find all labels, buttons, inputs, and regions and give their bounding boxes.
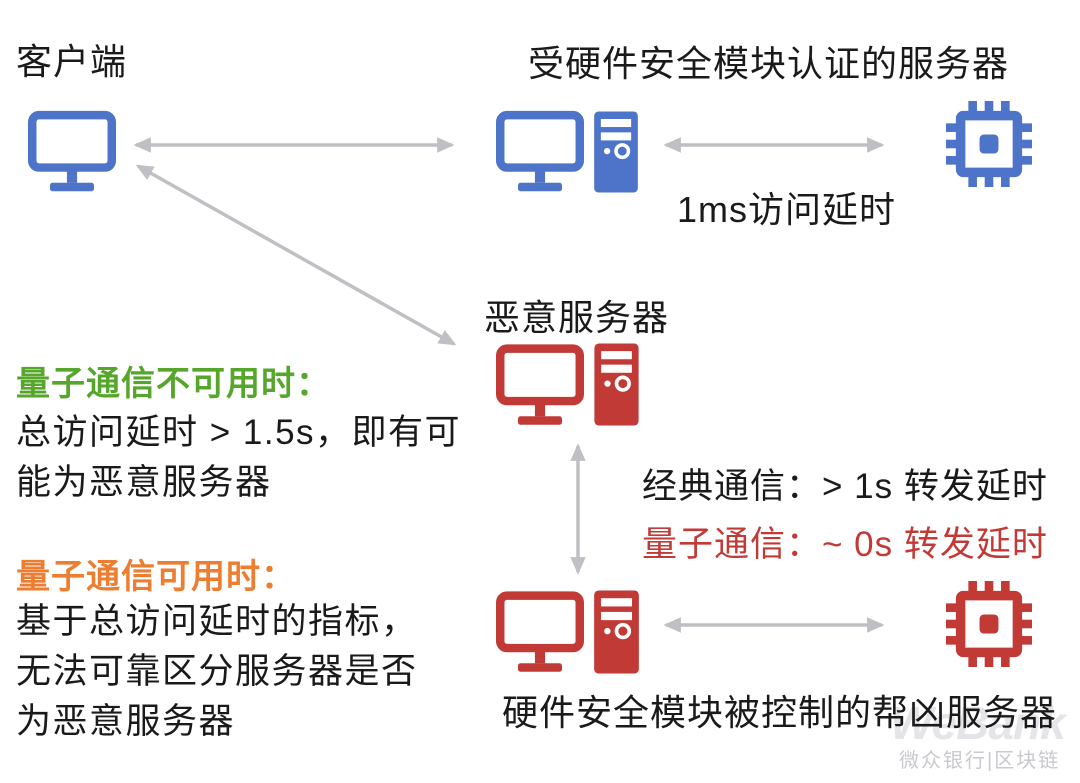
client-trusted-server-arrow: [133, 137, 455, 153]
webank-logo-watermark: WeBank: [890, 697, 1066, 749]
accomplice-server-tower-icon: [594, 590, 639, 674]
malicious-accomplice-arrow: [570, 443, 586, 575]
malicious-server-tower-icon: [594, 343, 639, 426]
accomplice-server-label: 硬件安全模块被控制的帮凶服务器: [502, 692, 1058, 733]
malicious-server-monitor-icon: [496, 344, 584, 425]
quantum-unavailable-heading: 量子通信不可用时：: [16, 365, 331, 403]
malicious-server-label: 恶意服务器: [484, 297, 670, 338]
accomplice-server-hsm-arrow: [663, 617, 885, 633]
trusted-server-monitor-icon: [496, 110, 584, 192]
webank-tagline-watermark: 微众银行|区块链: [899, 750, 1061, 772]
quantum-available-heading: 量子通信可用时：: [16, 558, 296, 596]
quantum-unavailable-text: 总访问延时 > 1.5s，即有可 能为恶意服务器: [16, 408, 461, 508]
trusted-server-hsm-arrow: [663, 137, 885, 153]
quantum-available-line-2: 无法可靠区分服务器是否: [16, 652, 418, 691]
client-label: 客户端: [16, 41, 128, 82]
quantum-relay-latency-label: 量子通信：~ 0s 转发延时: [642, 525, 1048, 564]
trusted-server-tower-icon: [594, 111, 638, 193]
hsm-latency-label: 1ms访问延时: [677, 189, 897, 230]
quantum-available-line-1: 基于总访问延时的指标，: [16, 602, 418, 641]
compromised-hsm-chip-icon: [946, 581, 1032, 667]
trusted-hsm-chip-icon: [946, 101, 1032, 187]
client-malicious-server-arrow: [135, 164, 457, 346]
trusted-server-label: 受硬件安全模块认证的服务器: [528, 43, 1010, 84]
accomplice-server-monitor-icon: [496, 591, 584, 672]
quantum-available-text: 基于总访问延时的指标， 无法可靠区分服务器是否 为恶意服务器: [16, 597, 418, 747]
quantum-available-line-3: 为恶意服务器: [16, 702, 236, 741]
quantum-unavailable-line-2: 能为恶意服务器: [16, 463, 272, 502]
classical-relay-latency-label: 经典通信：> 1s 转发延时: [642, 467, 1048, 506]
client-monitor-icon: [28, 110, 116, 192]
quantum-unavailable-line-1: 总访问延时 > 1.5s，即有可: [16, 413, 462, 452]
